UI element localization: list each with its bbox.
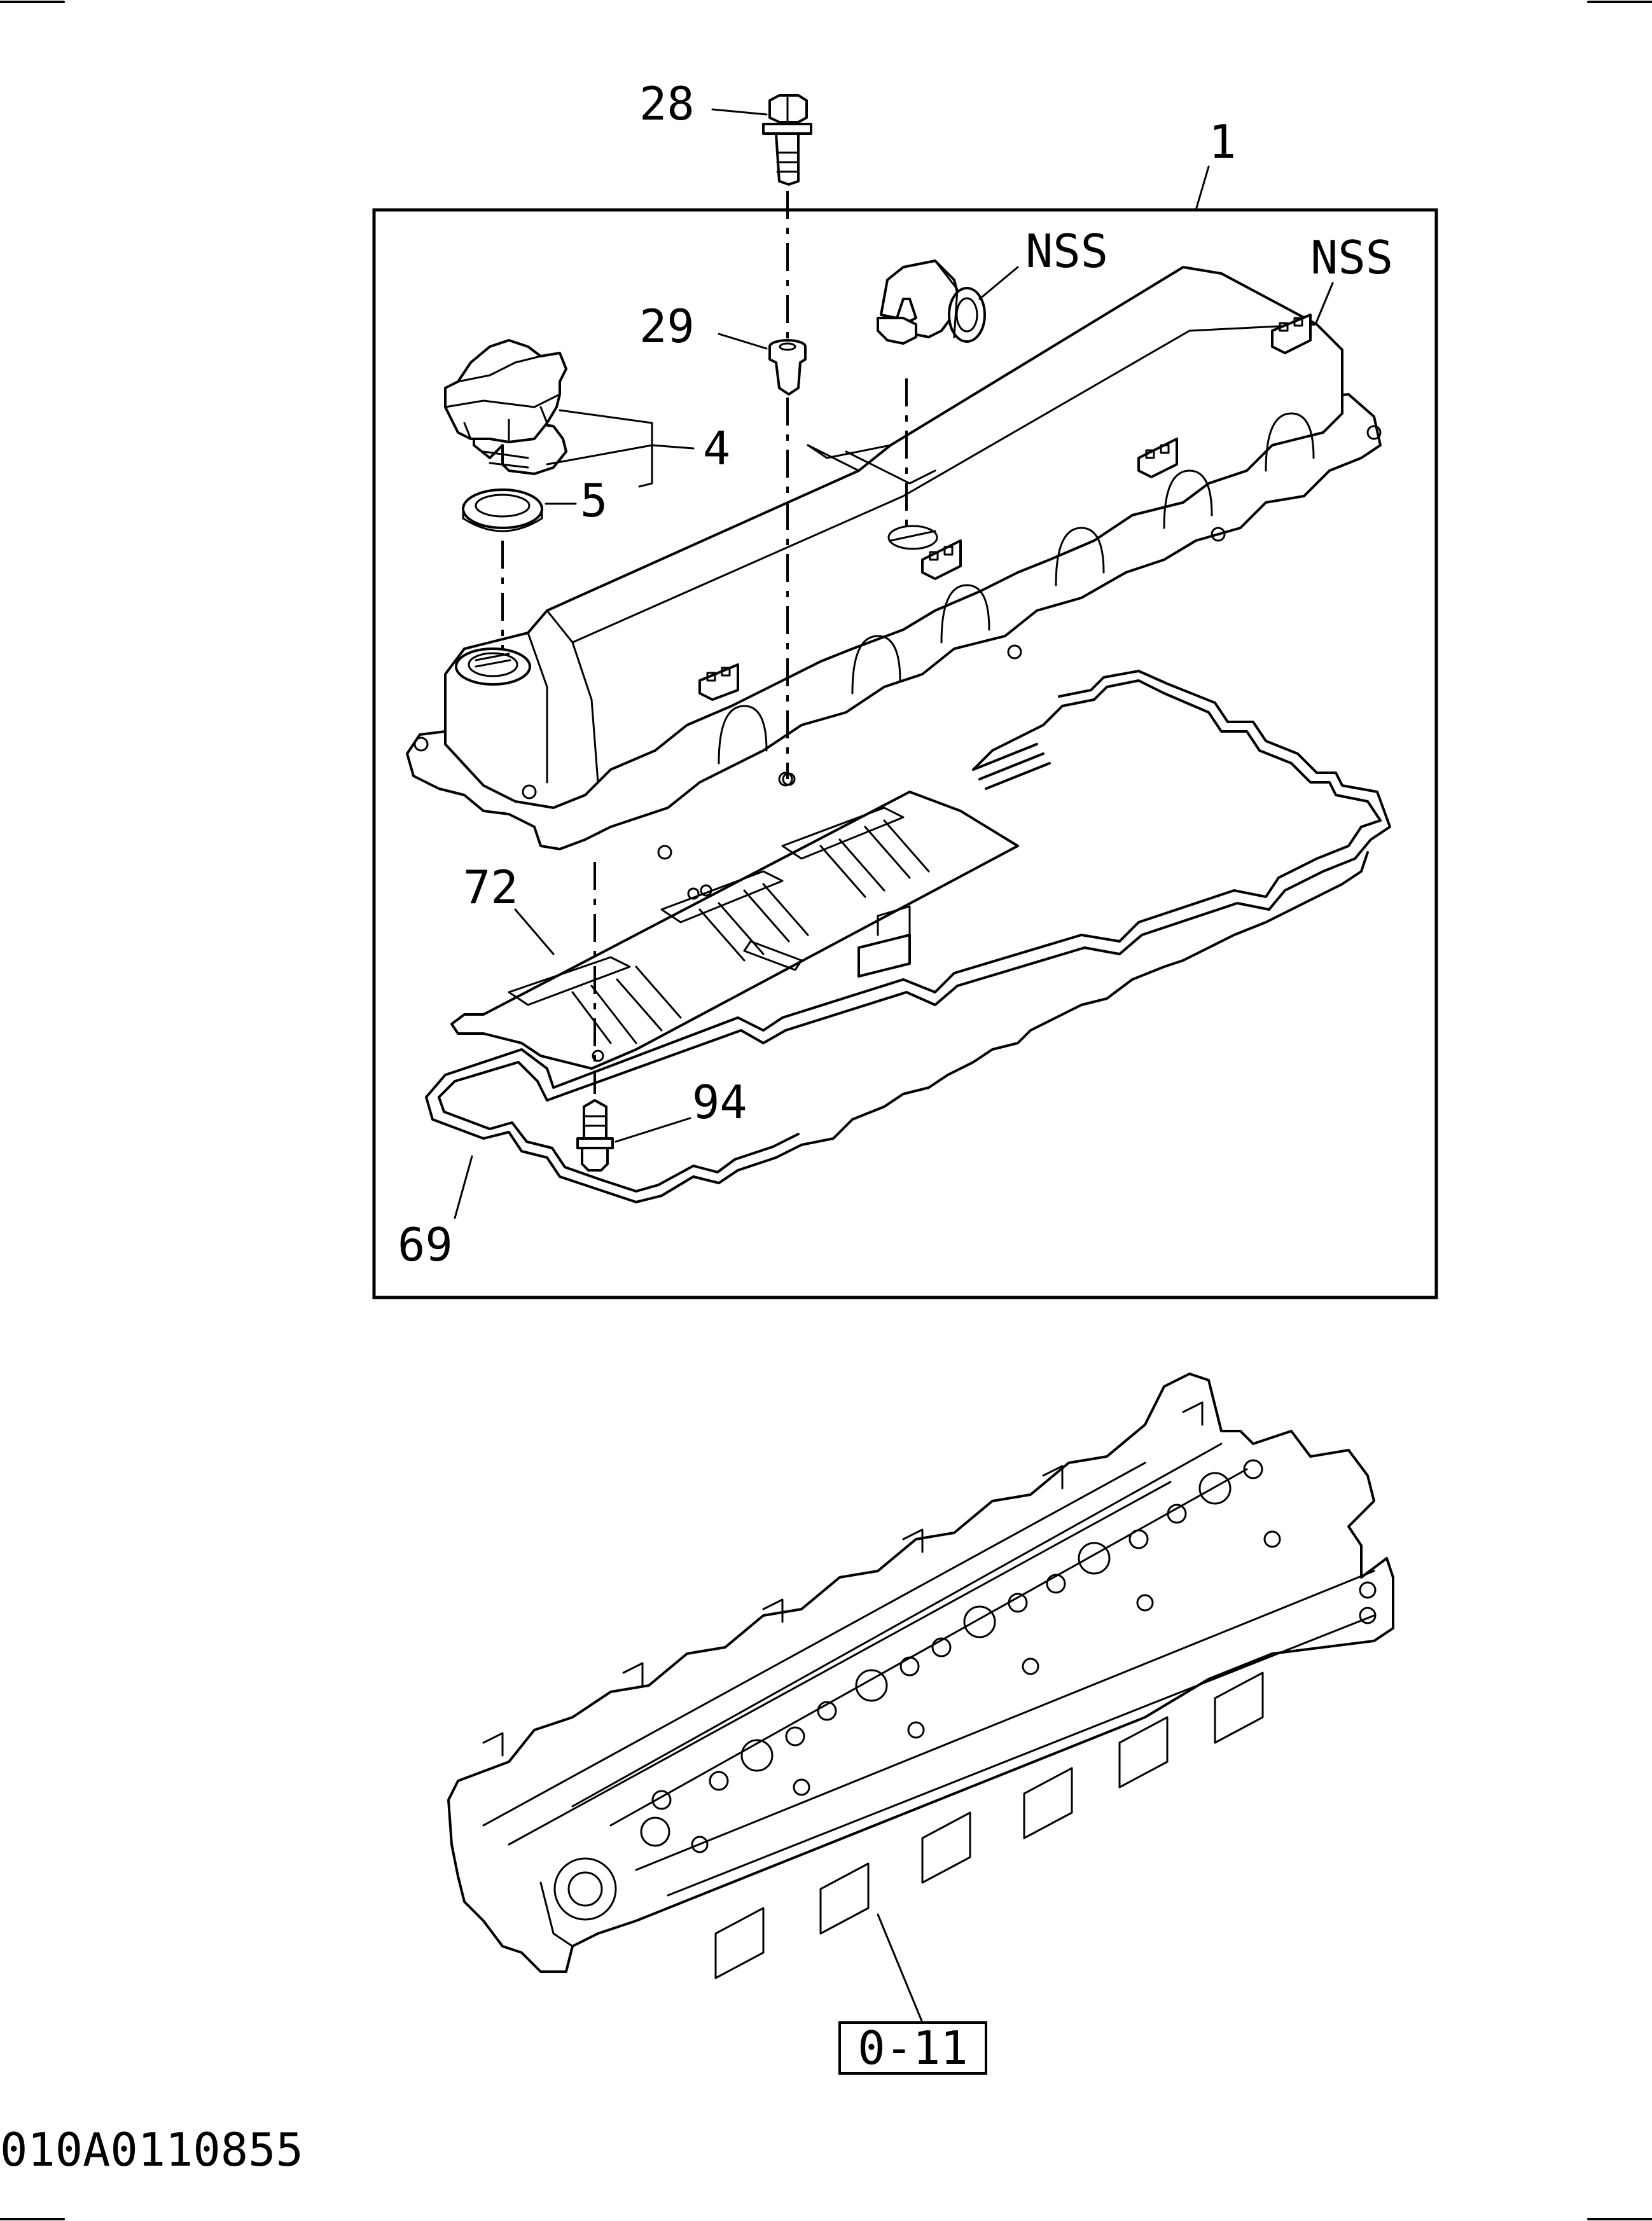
reference-box [838,2021,987,2075]
grommet-29 [768,339,807,396]
callout-4: 4 [703,422,730,475]
assembly-frame [372,208,1438,1299]
callout-labels: 28 1 NSS NSS 29 4 5 72 94 69 [398,77,1393,1271]
callout-94: 94 [692,1076,747,1129]
breather-elbow [877,259,986,345]
o-ring [462,488,543,532]
callout-29: 29 [639,300,695,353]
bolt-28 [762,94,812,186]
leader-lines [454,108,1334,1219]
oil-filler-cap [444,339,567,475]
callout-72: 72 [463,861,518,914]
reference-label: 0-11 [857,2021,968,2075]
reference-leader [877,1913,924,2024]
bolt-94 [576,1099,614,1172]
drawing-id: 010A0110855 [0,2123,303,2176]
callout-5: 5 [580,474,607,527]
head-ports [714,1671,1264,1979]
callout-nss-cover: NSS [1310,231,1393,284]
baffle-plate [450,791,1019,1070]
cylinder-head [447,1373,1394,1979]
baffle-slots [508,806,930,1062]
callout-nss-pipe: NSS [1025,225,1108,278]
callout-1: 1 [1209,115,1236,169]
head-bosses [553,1459,1377,1921]
callout-69: 69 [398,1218,453,1271]
alignment-lines [501,191,908,1094]
rocker-cover [406,266,1382,860]
rocker-cover-gasket [425,670,1391,1203]
callout-28: 28 [639,77,695,130]
